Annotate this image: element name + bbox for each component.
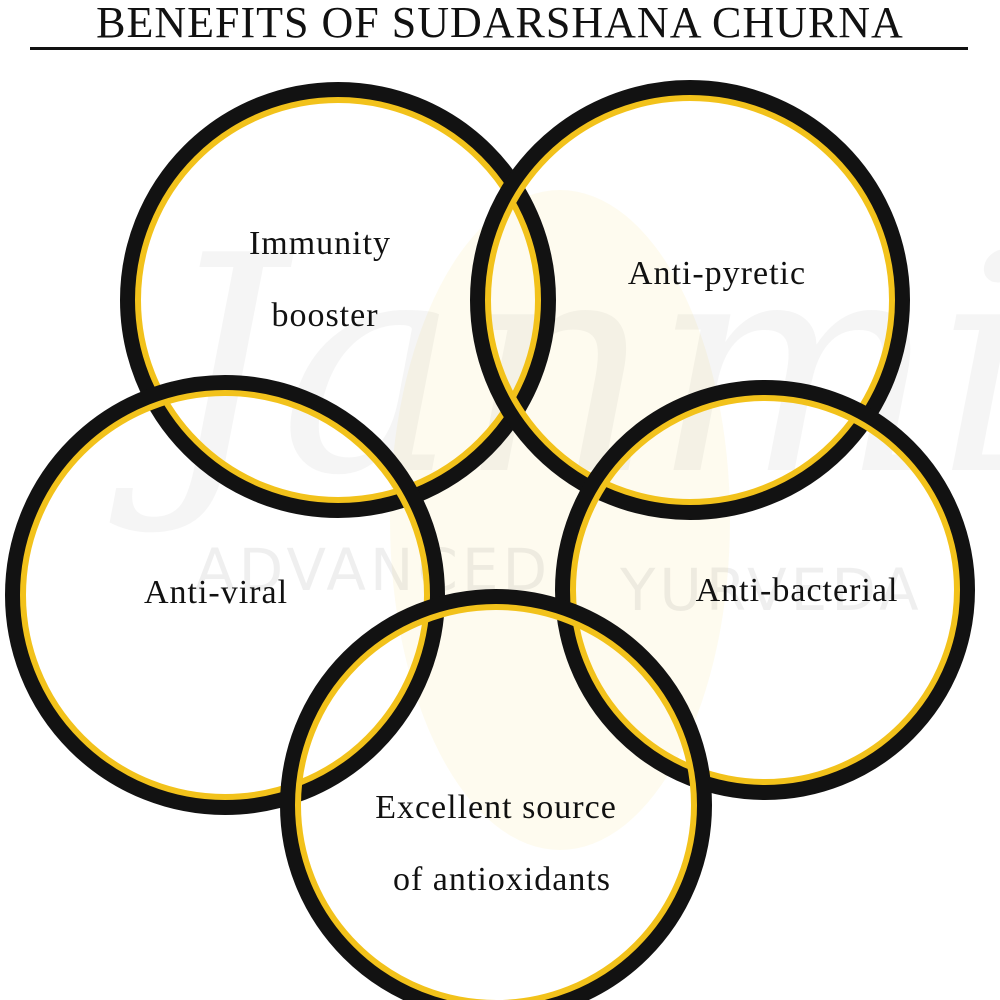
label-anti-viral: Anti-viral [144,574,288,611]
ring-antioxidants [280,589,712,1000]
label-antioxidants-line2: of antioxidants [393,861,611,898]
label-immunity-line1: Immunity [249,225,391,262]
ring-anti-pyretic [470,80,910,520]
title-underline [30,47,968,50]
ring-immunity [120,82,556,518]
watermark-drop-shape [390,190,730,850]
label-immunity-line2: booster [271,297,378,334]
ring-anti-viral [5,375,445,815]
page-title: BENEFITS OF SUDARSHANA CHURNA [96,0,904,47]
ring-anti-bacterial [555,380,975,800]
label-anti-bacterial: Anti-bacterial [696,572,899,609]
watermark-tagline-right: YURVEDA [619,556,923,624]
label-antioxidants-line1: Excellent source [375,789,617,826]
watermark: Janmi ADVANCED YURVEDA [195,190,923,850]
label-anti-pyretic: Anti-pyretic [628,255,806,292]
